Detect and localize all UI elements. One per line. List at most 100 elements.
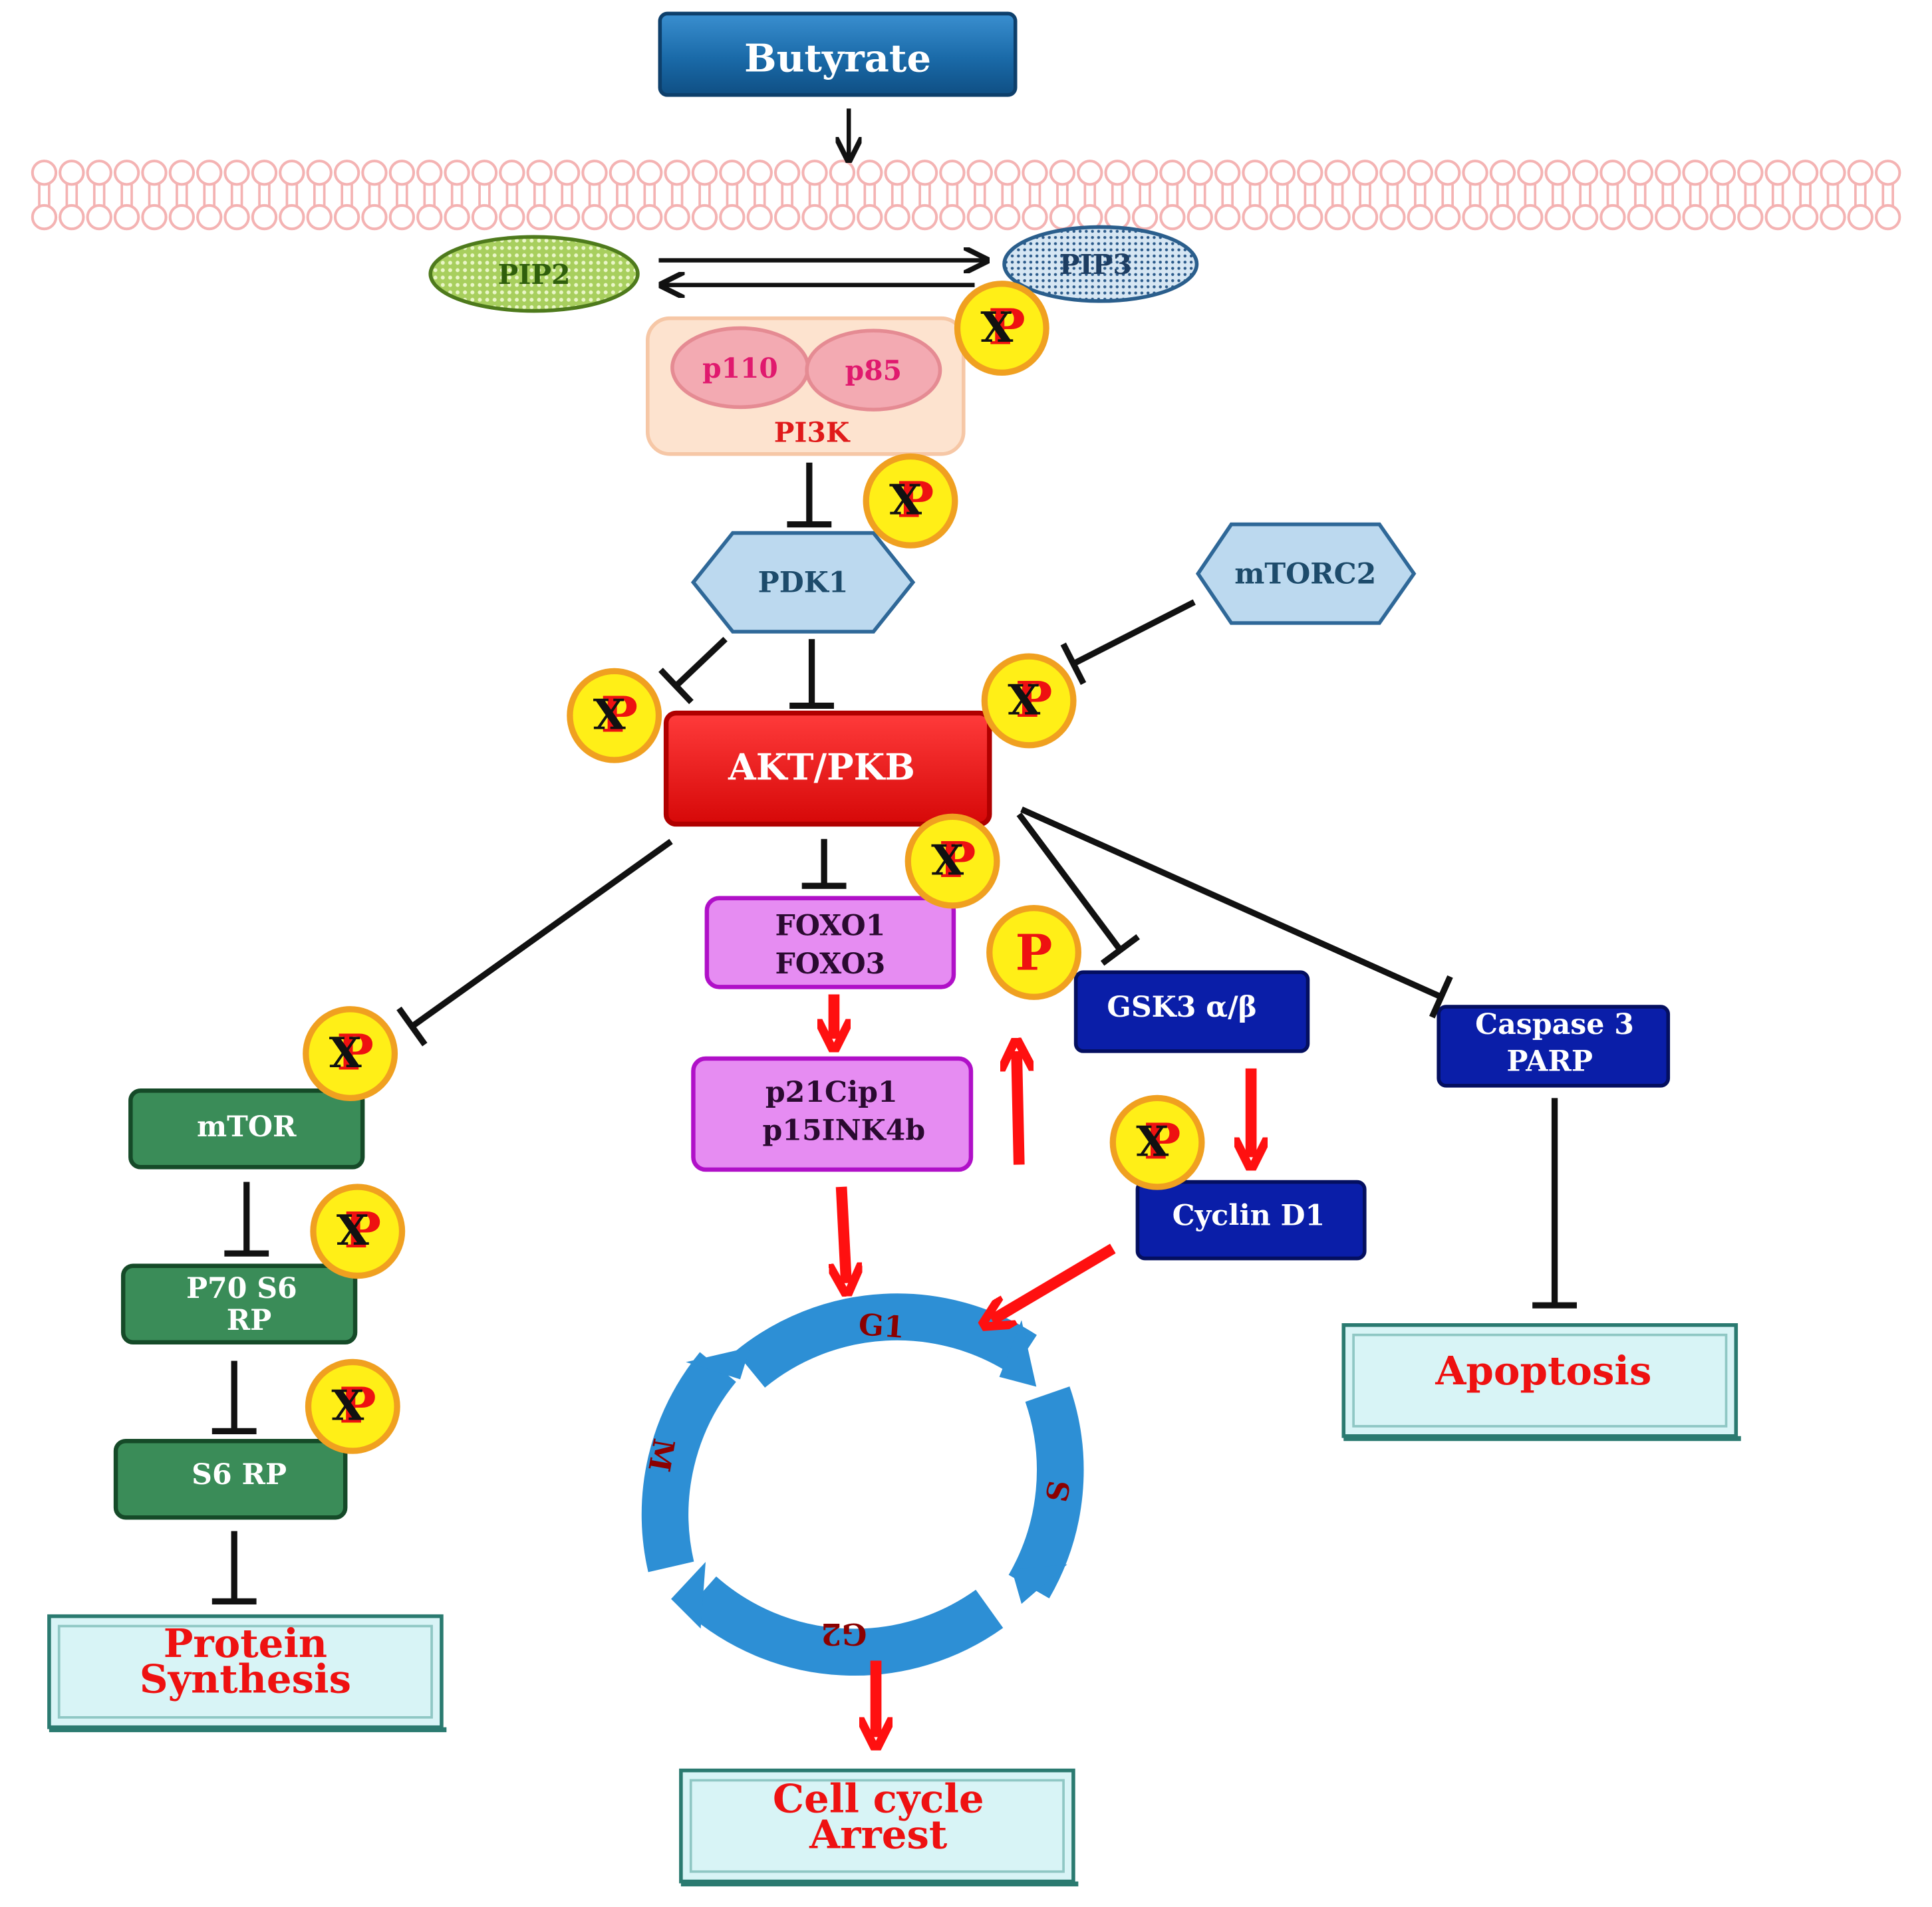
phospho-badge-pip3: [954, 281, 1049, 376]
cell-membrane: [31, 160, 1901, 231]
membrane-head-top: [994, 160, 1021, 186]
membrane-tail: [1881, 184, 1895, 206]
membrane-tail: [1414, 184, 1427, 206]
s6-rp-label: S6 RP: [192, 1458, 287, 1491]
membrane-head-bottom: [444, 203, 470, 231]
membrane-tail: [341, 184, 353, 206]
membrane-head-top: [939, 160, 966, 186]
s6-rp-node: S6 RP: [113, 1438, 348, 1520]
membrane-head-top: [416, 160, 443, 186]
membrane-head-bottom: [609, 203, 636, 231]
cell-cycle-ring: G1 S G2 M: [641, 1293, 1084, 1676]
membrane-head-top: [1269, 160, 1296, 186]
membrane-tail: [1606, 184, 1619, 206]
membrane-tail: [258, 184, 271, 206]
membrane-tail: [1717, 184, 1729, 206]
membrane-head-bottom: [471, 203, 498, 231]
membrane-head-top: [1214, 160, 1241, 186]
membrane-tail: [1166, 184, 1179, 206]
membrane-head-top: [113, 160, 140, 186]
membrane-head-top: [1462, 160, 1488, 186]
arrest-label: Arrest: [809, 1812, 948, 1858]
pip3-node: PIP3: [1002, 225, 1199, 303]
membrane-head-top: [86, 160, 112, 186]
phospho-badge-s6-glyph: P: [339, 1376, 376, 1434]
membrane-tail: [616, 184, 628, 206]
membrane-head-bottom: [664, 203, 690, 231]
membrane-tail: [1771, 184, 1784, 206]
cycle-up-arrow: [1017, 1051, 1020, 1165]
membrane-head-top: [196, 160, 223, 186]
membrane-head-bottom: [1792, 203, 1819, 231]
membrane-tail: [1276, 184, 1289, 206]
membrane-head-bottom: [196, 203, 223, 231]
membrane-head-bottom: [333, 203, 360, 231]
mtor-label: mTOR: [197, 1110, 297, 1144]
membrane-head-bottom: [1599, 203, 1626, 231]
membrane-head-bottom: [59, 203, 85, 231]
p70-label: P70 S6: [186, 1272, 297, 1305]
membrane-tail: [120, 184, 133, 206]
membrane-tail: [1331, 184, 1344, 206]
membrane-head-top: [1764, 160, 1791, 186]
membrane-tail: [65, 184, 78, 206]
membrane-head-bottom: [168, 203, 196, 231]
phospho-badge-cyclin-glyph: P: [1144, 1112, 1181, 1170]
membrane-tail: [148, 184, 161, 206]
membrane-head-bottom: [86, 203, 112, 231]
p70-s6-node: P70 S6 RP: [120, 1263, 358, 1345]
membrane-head-top: [966, 160, 993, 186]
membrane-head-top: [279, 160, 305, 186]
membrane-head-bottom: [581, 203, 608, 231]
pip2-label: PIP2: [498, 259, 571, 291]
membrane-head-bottom: [1131, 203, 1159, 231]
membrane-head-bottom: [966, 203, 993, 231]
membrane-tail: [1744, 184, 1757, 206]
p85-label: p85: [845, 354, 902, 386]
p15-label: p15INK4b: [762, 1114, 925, 1147]
membrane-head-bottom: [1186, 203, 1213, 231]
membrane-head-top: [1077, 160, 1103, 186]
membrane-head-bottom: [719, 203, 746, 231]
p21-label: p21Cip1: [765, 1076, 898, 1109]
membrane-head-top: [141, 160, 168, 186]
membrane-head-top: [1435, 160, 1461, 186]
membrane-tail: [1139, 184, 1151, 206]
membrane-tail: [1854, 184, 1867, 206]
p85-subunit: [805, 328, 942, 412]
membrane-tail: [1661, 184, 1674, 206]
membrane-head-top: [223, 160, 250, 186]
pdk1-to-akt-edge-left-bar: [658, 668, 694, 705]
cell-cycle-arrest-outcome: Cell cycle Arrest: [679, 1768, 1079, 1887]
membrane-tail: [1221, 184, 1234, 206]
membrane-head-bottom: [361, 203, 388, 231]
akt-to-mtor-edge-bar: [396, 1006, 428, 1047]
membrane-head-bottom: [1242, 203, 1268, 231]
membrane-head-top: [306, 160, 333, 186]
membrane-head-bottom: [911, 203, 938, 231]
membrane-head-bottom: [1655, 203, 1681, 231]
membrane-head-top: [1875, 160, 1901, 186]
membrane-head-top: [1131, 160, 1159, 186]
membrane-head-bottom: [1049, 203, 1076, 231]
membrane-head-top: [773, 160, 801, 186]
membrane-head-top: [1104, 160, 1131, 186]
membrane-head-bottom: [801, 203, 828, 231]
apoptosis-label: Apoptosis: [1435, 1348, 1651, 1394]
phospho-badge-cyclin-x-mark: X: [1136, 1117, 1169, 1166]
membrane-tail: [808, 184, 821, 206]
membrane-head-bottom: [279, 203, 305, 231]
membrane-head-bottom: [1627, 203, 1654, 231]
membrane-tail: [918, 184, 931, 206]
membrane-tail: [396, 184, 408, 206]
caspase-node: Caspase 3 PARP: [1437, 1005, 1671, 1088]
membrane-head-bottom: [1820, 203, 1846, 231]
membrane-head-bottom: [1709, 203, 1736, 231]
membrane-head-top: [1820, 160, 1846, 186]
butyrate-label: Butyrate: [744, 36, 931, 81]
phospho-badge-gsk3-glyph: P: [1016, 923, 1053, 981]
mtorc2-node: mTORC2: [1195, 522, 1417, 625]
phospho-badge-akt-left-glyph: P: [601, 685, 638, 743]
akt-to-mtor-edge: [410, 838, 673, 1029]
membrane-head-bottom: [223, 203, 250, 231]
